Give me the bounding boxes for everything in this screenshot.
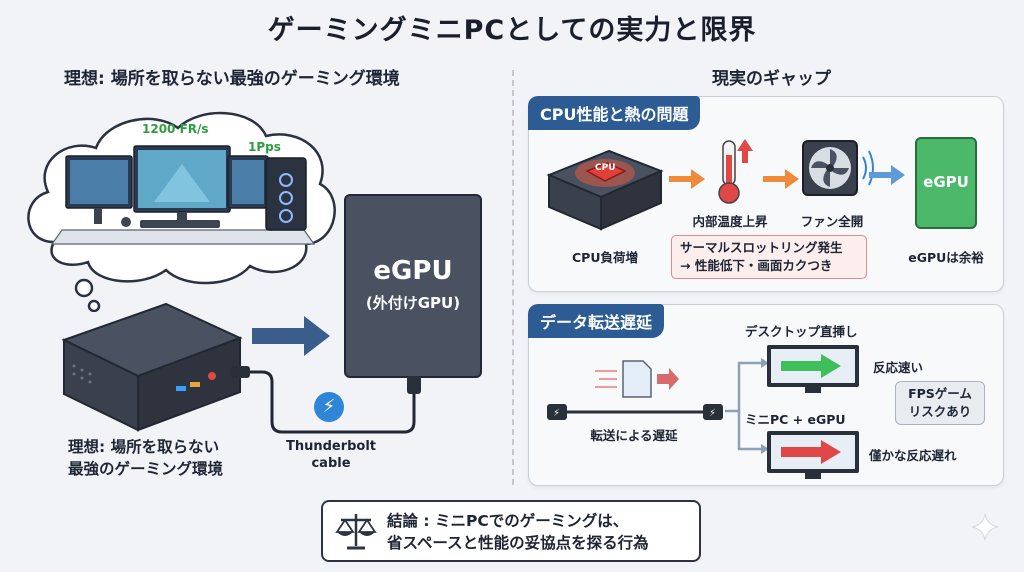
arrow-icon: [763, 169, 799, 193]
branch-connector: [725, 349, 769, 463]
svg-text:⚡: ⚡: [709, 408, 716, 419]
fan-full-label: ファン全開: [800, 214, 864, 229]
thunderbolt-icon: ⚡: [314, 392, 344, 422]
desktop-direct-label: デスクトップ直挿し: [745, 324, 858, 339]
thermometer-icon: [709, 137, 759, 209]
arrow-icon: [669, 169, 705, 193]
slight-delay-label: 僅かな反応遅れ: [869, 448, 957, 463]
fps-label: 1200 FR/s: [142, 122, 209, 136]
transfer-cable-icon: ⚡ ⚡: [545, 401, 725, 427]
arrow-icon: [869, 165, 905, 189]
cpu-chip-label: CPU: [595, 163, 616, 173]
temp-rise-label: 内部温度上昇: [692, 214, 768, 229]
sparkle-icon: [970, 512, 1000, 546]
cable-label-line2: cable: [311, 456, 351, 471]
left-caption-line2: 最強のゲーミング環境: [68, 460, 224, 478]
svg-text:⚡: ⚡: [553, 408, 560, 419]
conclusion-line1: 結論 : ミニPCでのゲーミングは、: [387, 512, 629, 530]
monitor-fast-icon: [765, 343, 861, 401]
right-heading: 現実のギャップ: [712, 69, 831, 89]
arrow-to-egpu-icon: [252, 316, 332, 360]
file-transfer-icon: [591, 357, 681, 405]
left-caption-line1: 理想: 場所を取らない: [68, 438, 220, 456]
fps-risk-box: FPSゲーム リスクあり: [895, 381, 985, 425]
thunderbolt-cable: [226, 362, 426, 446]
minipc-egpu-label: ミニPC + eGPU: [745, 412, 846, 427]
cpu-panel-tab: CPU性能と熱の問題: [528, 96, 701, 130]
egpu-enclosure: eGPU (外付けGPU): [344, 194, 482, 378]
hot-cpu-minipc-illustration: CPU: [543, 141, 667, 237]
cpu-heat-panel: CPU性能と熱の問題 CPU CPU負荷増 内部温度上昇: [528, 96, 1004, 292]
left-heading: 理想: 場所を取らない最強のゲーミング環境: [64, 69, 400, 89]
fast-response-label: 反応速い: [873, 360, 924, 375]
transfer-delay-label: 転送による遅延: [590, 428, 678, 443]
scale-icon: [335, 510, 377, 556]
egpu-mini-label: eGPU: [923, 173, 969, 191]
thought-bubble: 1200 FR/s 1Pps: [14, 92, 344, 313]
conclusion-text: 結論 : ミニPCでのゲーミングは、 省スペースと性能の妥協点を探る行為: [387, 510, 649, 554]
monitor-slow-icon: [765, 429, 861, 487]
section-divider: [512, 70, 514, 485]
cpu-load-label: CPU負荷増: [572, 250, 638, 265]
fan-icon: [801, 139, 877, 201]
egpu-icon: eGPU: [915, 137, 977, 229]
transfer-panel-tab: データ転送遅延: [528, 304, 665, 338]
egpu-name: eGPU: [373, 256, 453, 286]
transfer-delay-panel: データ転送遅延 ⚡ ⚡ 転送による遅延 デスクトップ直挿し: [528, 304, 1004, 486]
fps-risk-line2: リスクあり: [908, 404, 972, 419]
cable-label-line1: Thunderbolt: [285, 439, 377, 454]
throttling-warning: サーマルスロットリング発生 → 性能低下・画面カクつき: [671, 235, 867, 279]
throttle-line2: → 性能低下・画面カクつき: [680, 258, 833, 273]
mini-pc-illustration: [54, 300, 244, 435]
fps-risk-line1: FPSゲーム: [908, 386, 972, 401]
throttle-line1: サーマルスロットリング発生: [680, 240, 843, 255]
conclusion-line2: 省スペースと性能の妥協点を探る行為: [387, 534, 649, 552]
egpu-subtitle: (外付けGPU): [365, 294, 461, 312]
page-title: ゲーミングミニPCとしての実力と限界: [267, 15, 757, 46]
conclusion-box: 結論 : ミニPCでのゲーミングは、 省スペースと性能の妥協点を探る行為: [321, 500, 701, 562]
pps-label: 1Pps: [248, 140, 281, 154]
egpu-status-label: eGPUは余裕: [908, 250, 984, 265]
